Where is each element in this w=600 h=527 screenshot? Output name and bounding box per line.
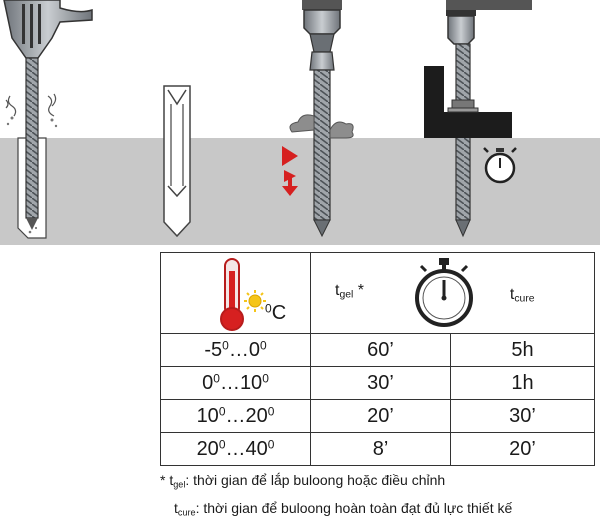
table-row: 100…200 20’ 30’: [160, 399, 595, 433]
gel-time-cell: 8’: [310, 432, 451, 466]
cure-time-note: tcure: thời gian để buloong hoàn toàn đạ…: [174, 500, 513, 518]
stopwatch-small-icon: [483, 147, 517, 184]
cure-time-table: 0C tgel * tcure -50…00: [160, 252, 595, 466]
table-row: -50…00 60’ 5h: [160, 333, 595, 367]
gel-time-note: * tgel: thời gian để lắp buloong hoặc đi…: [160, 472, 446, 490]
table-row: 200…400 8’ 20’: [160, 432, 595, 466]
thermometer-icon: [220, 258, 266, 331]
cure-time-cell: 30’: [450, 399, 595, 433]
cure-time-cell: 5h: [450, 333, 595, 367]
sun-icon: [244, 290, 266, 312]
step-insert-rod: [282, 0, 354, 238]
gel-time-label: tgel *: [335, 282, 364, 301]
step-drill: [3, 0, 93, 239]
gel-time-cell: 60’: [310, 333, 451, 367]
push-arrow-icon: [282, 146, 298, 196]
cure-time-cell: 20’: [450, 432, 595, 466]
stopwatch-icon: [415, 258, 473, 327]
step-cure-tighten: [424, 0, 532, 238]
ground-layer: [0, 138, 600, 245]
table-row: 00…100 30’ 1h: [160, 366, 595, 400]
temperature-header: 0C: [160, 252, 311, 334]
installation-steps-illustration: [0, 0, 600, 245]
cure-time-cell: 1h: [450, 366, 595, 400]
step-clean-hole: [163, 85, 191, 238]
temperature-range-cell: 00…100: [160, 366, 311, 400]
temperature-range-cell: -50…00: [160, 333, 311, 367]
temperature-unit: 0C: [265, 301, 287, 324]
gel-time-cell: 20’: [310, 399, 451, 433]
cure-time-header: tcure: [450, 252, 595, 334]
gel-time-header: tgel *: [310, 252, 473, 334]
temperature-range-cell: 100…200: [160, 399, 311, 433]
cure-time-label: tcure: [509, 286, 535, 305]
temperature-range-cell: 200…400: [160, 432, 311, 466]
gel-time-cell: 30’: [310, 366, 451, 400]
table-header-row: 0C tgel * tcure: [160, 252, 595, 334]
